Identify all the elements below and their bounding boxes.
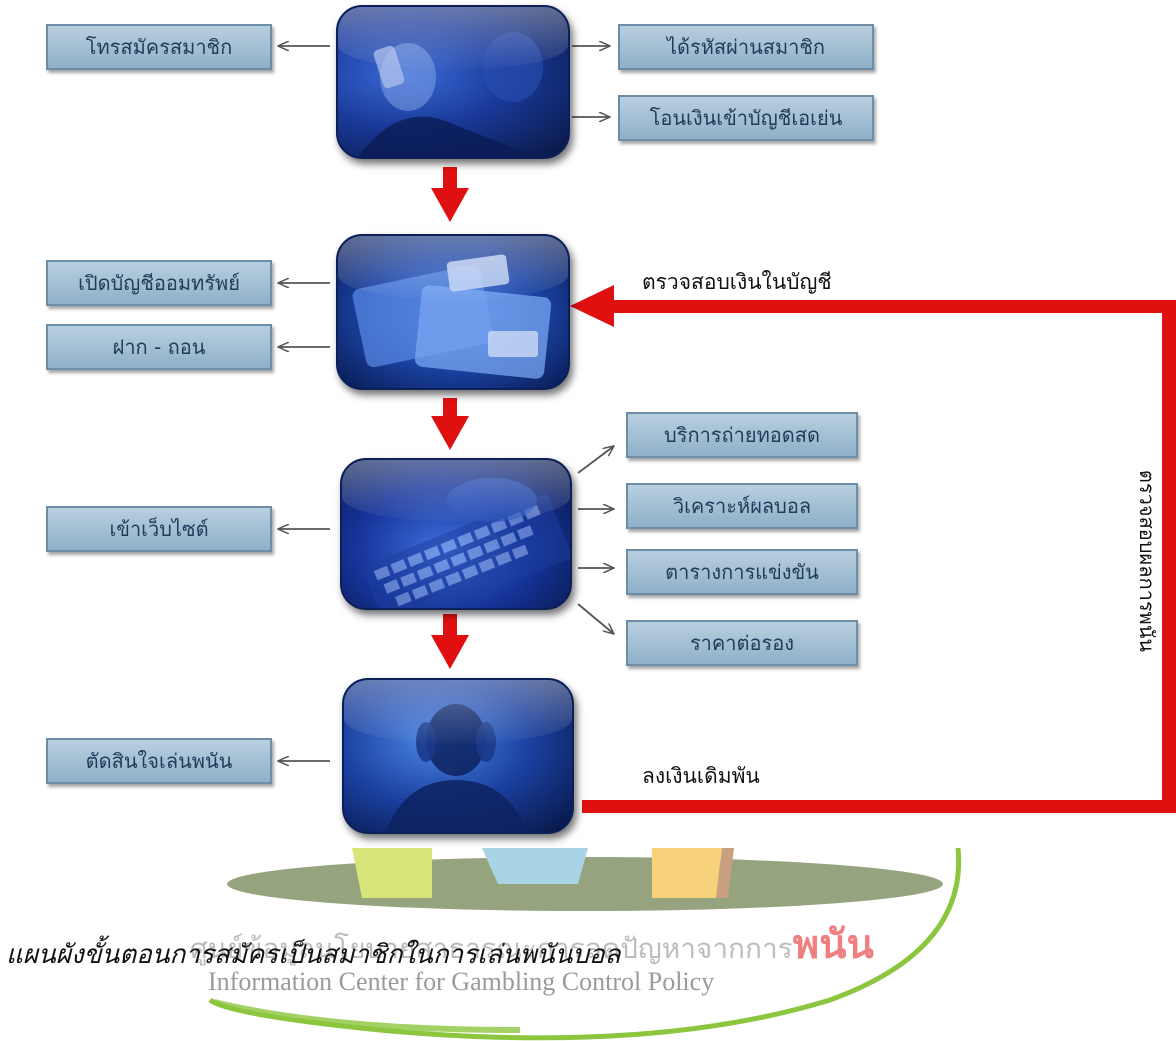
- watermark-thai-text: ศูนย์ข้อมูลนโยบายสาธารณะการลดปัญหาจากการ…: [190, 912, 874, 976]
- step2-left-box: ฝาก - ถอน: [46, 324, 272, 370]
- step3-keyboard-image: [340, 458, 572, 610]
- connector-arrow-right: [577, 603, 614, 634]
- step3-right-box: ตารางการแข่งขัน: [626, 549, 858, 595]
- watermark-thai-main: ศูนย์ข้อมูลนโยบายสาธารณะการลดปัญหาจากการ: [190, 932, 793, 965]
- step1-right-box: โอนเงินเข้าบัญชีเอเย่น: [618, 95, 874, 141]
- stressed-person-icon: [385, 704, 528, 832]
- connector-arrow-right: [577, 446, 614, 474]
- phone-call-icon: [358, 32, 543, 157]
- down-arrow-2: [431, 398, 469, 450]
- diagram-caption: แผนผังขั้นตอนการสมัครเป็นสมาชิกในการเล่น…: [6, 940, 621, 970]
- step1-right-box: ได้รหัสผ่านสมาชิก: [618, 24, 874, 70]
- down-arrow-3: [431, 614, 469, 669]
- feedback-loop-arrow: [570, 285, 1176, 813]
- step1-left-box: โทรสมัครสมาชิก: [46, 24, 272, 70]
- down-arrow-1: [431, 167, 469, 222]
- step3-left-box: เข้าเว็บไซต์: [46, 506, 272, 552]
- watermark-thai-highlight: พนัน: [792, 921, 874, 968]
- step1-phone-image: [336, 5, 570, 159]
- keyboard-icon: [363, 478, 570, 608]
- step3-right-box: บริการถ่ายทอดสด: [626, 412, 858, 458]
- step4-stressed-person-image: [342, 678, 574, 834]
- step2-side-label: ตรวจสอบเงินในบัญชี: [642, 270, 832, 294]
- step4-left-box: ตัดสินใจเล่นพนัน: [46, 738, 272, 784]
- watermark-english-text: Information Center for Gambling Control …: [208, 967, 715, 996]
- step3-right-box: วิเคราะห์ผลบอล: [626, 483, 858, 529]
- step2-credit-card-image: [336, 234, 570, 390]
- credit-card-icon: [352, 254, 552, 379]
- step2-left-box: เปิดบัญชีออมทรัพย์: [46, 260, 272, 306]
- step3-right-box: ราคาต่อรอง: [626, 620, 858, 666]
- step4-side-label: ลงเงินเดิมพัน: [642, 764, 760, 788]
